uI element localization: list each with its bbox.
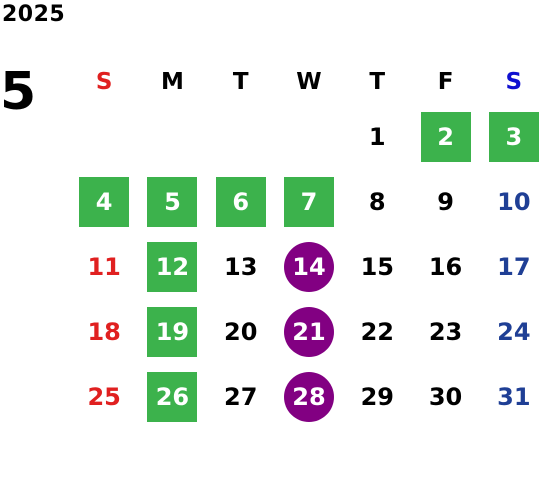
day-cell-11: 11 xyxy=(70,234,138,299)
marked-day: 28 xyxy=(283,371,334,422)
day-cell-9: 9 xyxy=(411,169,479,234)
day-number: 22 xyxy=(360,317,394,346)
weekday-3: W xyxy=(296,69,322,95)
year-label: 2025 xyxy=(2,2,66,27)
day-cell-23: 23 xyxy=(411,299,479,364)
day-number: 29 xyxy=(360,382,394,411)
marked-day: 14 xyxy=(283,241,334,292)
day-number: 16 xyxy=(428,252,463,281)
day-cell-22: 22 xyxy=(343,299,411,364)
week-row: 18 19 20 21 22 23 24 xyxy=(70,299,548,364)
day-number: 11 xyxy=(87,252,121,281)
day-cell-2: 2 xyxy=(411,104,479,169)
weekday-6: S xyxy=(505,69,523,95)
day-cell-31: 31 xyxy=(480,364,548,429)
empty-day-cell xyxy=(207,104,275,169)
day-cell-26: 26 xyxy=(138,364,206,429)
holiday-day: 4 xyxy=(79,176,130,227)
day-number: 9 xyxy=(437,187,454,216)
day-cell-8: 8 xyxy=(343,169,411,234)
weekday-0: S xyxy=(95,69,113,95)
day-cell-18: 18 xyxy=(70,299,138,364)
day-number: 24 xyxy=(497,317,531,346)
holiday-day: 26 xyxy=(147,371,198,422)
day-cell-3: 3 xyxy=(480,104,548,169)
day-cell-28: 28 xyxy=(275,364,343,429)
day-number: 30 xyxy=(428,382,463,411)
holiday-day: 3 xyxy=(488,111,539,162)
day-cell-24: 24 xyxy=(480,299,548,364)
day-number: 10 xyxy=(497,187,531,216)
day-cell-29: 29 xyxy=(343,364,411,429)
day-number: 1 xyxy=(368,122,386,151)
holiday-day: 7 xyxy=(283,176,334,227)
day-cell-16: 16 xyxy=(411,234,479,299)
weekday-1: M xyxy=(160,69,184,95)
day-number: 17 xyxy=(497,252,531,281)
day-cell-1: 1 xyxy=(343,104,411,169)
day-number: 15 xyxy=(360,252,394,281)
day-number: 20 xyxy=(224,317,258,346)
holiday-day: 5 xyxy=(147,176,198,227)
day-cell-13: 13 xyxy=(207,234,275,299)
weekday-2: T xyxy=(232,69,249,95)
day-number: 25 xyxy=(87,382,121,411)
day-cell-14: 14 xyxy=(275,234,343,299)
empty-day-cell xyxy=(275,104,343,169)
day-number: 23 xyxy=(428,317,463,346)
day-cell-10: 10 xyxy=(480,169,548,234)
day-cell-30: 30 xyxy=(411,364,479,429)
empty-day-cell xyxy=(138,104,206,169)
day-number: 18 xyxy=(87,317,121,346)
week-row: 11 12 13 14 15 16 17 xyxy=(70,234,548,299)
day-number: 27 xyxy=(224,382,258,411)
weekday-4: T xyxy=(369,69,386,95)
week-row: 25 26 27 28 29 30 31 xyxy=(70,364,548,429)
day-cell-27: 27 xyxy=(207,364,275,429)
day-cell-6: 6 xyxy=(207,169,275,234)
holiday-day: 2 xyxy=(420,111,471,162)
day-number: 13 xyxy=(224,252,258,281)
day-cell-20: 20 xyxy=(207,299,275,364)
holiday-day: 12 xyxy=(147,241,198,292)
day-number: 8 xyxy=(368,187,386,216)
empty-day-cell xyxy=(70,104,138,169)
day-cell-5: 5 xyxy=(138,169,206,234)
holiday-day: 19 xyxy=(147,306,198,357)
weekday-5: F xyxy=(437,69,454,95)
day-cell-21: 21 xyxy=(275,299,343,364)
day-cell-15: 15 xyxy=(343,234,411,299)
day-cell-17: 17 xyxy=(480,234,548,299)
day-cell-25: 25 xyxy=(70,364,138,429)
day-cell-7: 7 xyxy=(275,169,343,234)
marked-day: 21 xyxy=(283,306,334,357)
holiday-day: 6 xyxy=(215,176,266,227)
day-cell-4: 4 xyxy=(70,169,138,234)
month-number: 5 xyxy=(0,62,37,122)
day-number: 31 xyxy=(497,382,531,411)
day-cell-12: 12 xyxy=(138,234,206,299)
day-cell-19: 19 xyxy=(138,299,206,364)
